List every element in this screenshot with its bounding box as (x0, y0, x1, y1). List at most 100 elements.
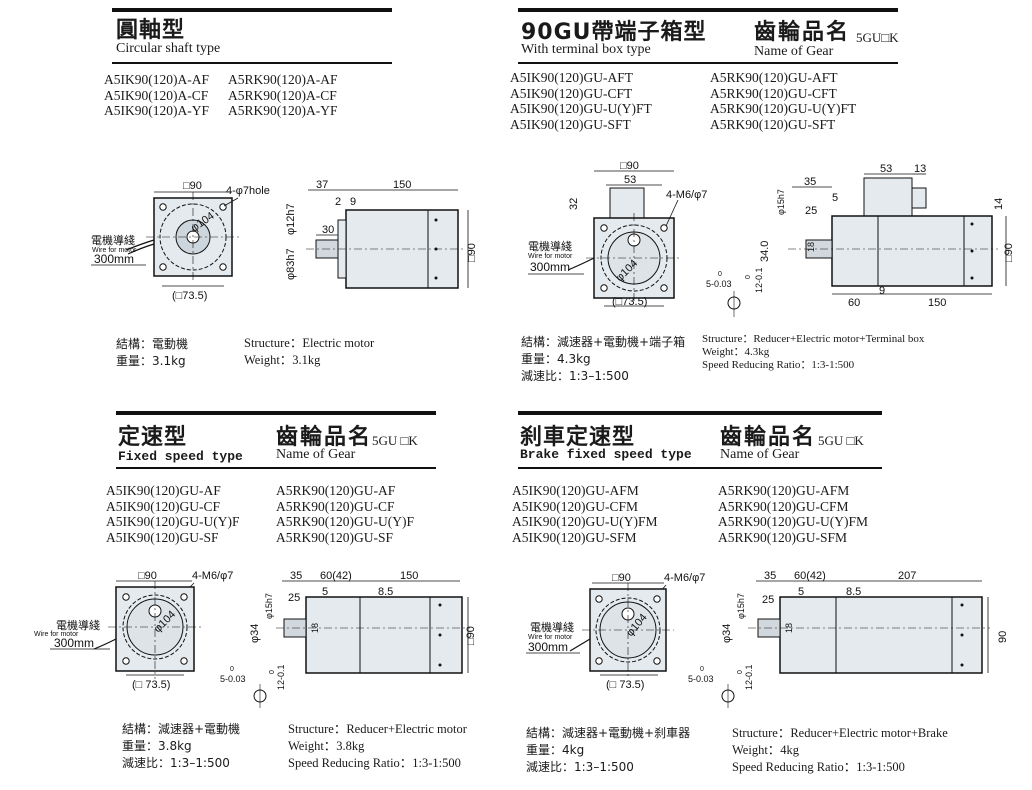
tol-12: 12-0.1 (744, 664, 754, 690)
key-detail-drawing: 0 5-0.03 0 12-0.1 (688, 664, 754, 708)
dim-bottom: (□ 73.5) (132, 679, 170, 691)
wire-length: 300mm (54, 636, 94, 650)
side-view-drawing: 35 60(42) 150 25 5 8.5 φ15h7 φ34 18 □90 (249, 570, 477, 674)
title-rule (518, 411, 882, 415)
dim-key: 18 (784, 623, 794, 633)
motor-body (831, 215, 993, 287)
section-title: 圓軸型 (116, 18, 186, 43)
section-subtitle: Fixed speed type (118, 449, 243, 464)
title-underline (518, 467, 882, 469)
front-view-drawing: □90 4-M6/φ7 φ104 電機導綫 Wire for motor 300… (34, 570, 233, 691)
wire-length: 300mm (530, 260, 570, 274)
title-rule (112, 8, 392, 12)
dim-key: 18 (806, 242, 816, 252)
wire-label-en: Wire for motor (92, 247, 137, 254)
dim-60: 60 (848, 297, 860, 309)
dim-height: □90 (465, 626, 477, 645)
dim-9: 9 (350, 196, 356, 208)
dim-hole: 4-M6/φ7 (664, 572, 705, 584)
dim-150: 150 (928, 297, 946, 309)
section-brake-fixed-speed: 刹車定速型 Brake fixed speed type 齒輪品名 Name o… (512, 395, 1032, 790)
wire-label-cn: 電機導綫 (56, 618, 100, 632)
wire-label-en: Wire for motor (528, 253, 573, 260)
side-view-drawing: 37 150 2 9 30 φ12h7 φ83h7 □90 (285, 179, 478, 289)
dim-150: 150 (393, 179, 411, 191)
wire-label-en: Wire for motor (34, 631, 79, 638)
section-title: 定速型 (118, 425, 188, 450)
title-rule (116, 411, 436, 415)
terminal-box (863, 177, 913, 217)
dim-shaft: φ15h7 (264, 593, 274, 619)
gear-code: 5GU□K (856, 30, 899, 45)
dim-square: □90 (138, 570, 157, 582)
wire-label-cn: 電機導綫 (528, 239, 572, 253)
dim-flange: φ34 (249, 624, 261, 643)
gear-subtitle: Name of Gear (276, 447, 356, 462)
dim-35: 35 (804, 176, 816, 188)
section-title: 刹車定速型 (520, 425, 636, 450)
dim-height: □90 (1003, 243, 1015, 262)
terminal-box (609, 187, 645, 219)
dim-5: 5 (832, 192, 838, 204)
key-detail-drawing: 0 5-0.03 0 12-0.1 (706, 267, 764, 317)
dim-shaft: φ15h7 (736, 593, 746, 619)
tol-0a: 0 (230, 666, 234, 673)
dim-60-42: 60(42) (320, 570, 352, 582)
gear-code: 5GU □K (818, 433, 864, 448)
section-subtitle: Circular shaft type (116, 41, 221, 56)
key-detail-drawing: 0 5-0.03 0 12-0.1 (220, 664, 286, 708)
dim-5: 5 (798, 586, 804, 598)
tol-5: 5-0.03 (688, 674, 714, 684)
dim-hole: 4-φ7hole (226, 185, 270, 197)
wire-length: 300mm (528, 640, 568, 654)
dim-9: 9 (879, 285, 885, 297)
dim-25: 25 (288, 592, 300, 604)
title-rule (518, 8, 898, 12)
gear-title: 齒輪品名 (754, 20, 851, 45)
wire-label-cn: 電機導綫 (530, 620, 574, 634)
dim-height: 90 (997, 631, 1009, 643)
dim-14: 14 (993, 198, 1005, 210)
wire-label-en: Wire for motor (528, 634, 573, 641)
front-view-drawing: □90 4-φ7hole φ104 電機導綫 Wire for motor 30… (91, 180, 270, 302)
section-fixed-speed: 定速型 Fixed speed type 齒輪品名 Name of Gear 5… (0, 395, 516, 790)
dim-width: 53 (624, 174, 636, 186)
dim-bottom: (□ 73.5) (606, 679, 644, 691)
gear-subtitle: Name of Gear (720, 447, 800, 462)
gear-code: 5GU □K (372, 433, 418, 448)
spec-en: Structure：Reducer+Electric motor+Termina… (702, 333, 925, 371)
dim-5: 5 (322, 586, 328, 598)
front-view-drawing: □90 4-M6/φ7 φ104 電機導綫 Wire for motor 300… (526, 572, 705, 691)
dim-150: 150 (400, 570, 418, 582)
wire-length: 300mm (94, 252, 134, 266)
gear-subtitle: Name of Gear (754, 44, 834, 59)
dim-37: 37 (316, 179, 328, 191)
dim-35: 35 (764, 570, 776, 582)
dim-25: 25 (762, 594, 774, 606)
front-view-drawing: □90 53 32 4-M6/φ7 φ104 電機導綫 Wire for mot… (528, 160, 707, 308)
dim-207: 207 (898, 570, 916, 582)
tol-0b: 0 (269, 670, 276, 674)
dim-square: □90 (620, 160, 639, 172)
dim-flange: φ34 (721, 624, 733, 643)
section-subtitle: With terminal box type (521, 42, 651, 57)
wire-label-cn: 電機導綫 (91, 233, 135, 247)
section-subtitle: Brake fixed speed type (520, 447, 692, 462)
tol-12: 12-0.1 (754, 267, 764, 293)
dim-square: □90 (612, 572, 631, 584)
title-underline (518, 62, 898, 64)
dim-8-5: 8.5 (378, 586, 393, 598)
dim-hole: 4-M6/φ7 (666, 189, 707, 201)
tol-12: 12-0.1 (276, 664, 286, 690)
tol-0a: 0 (700, 666, 704, 673)
dim-25: 25 (805, 205, 817, 217)
title-underline (112, 62, 392, 64)
